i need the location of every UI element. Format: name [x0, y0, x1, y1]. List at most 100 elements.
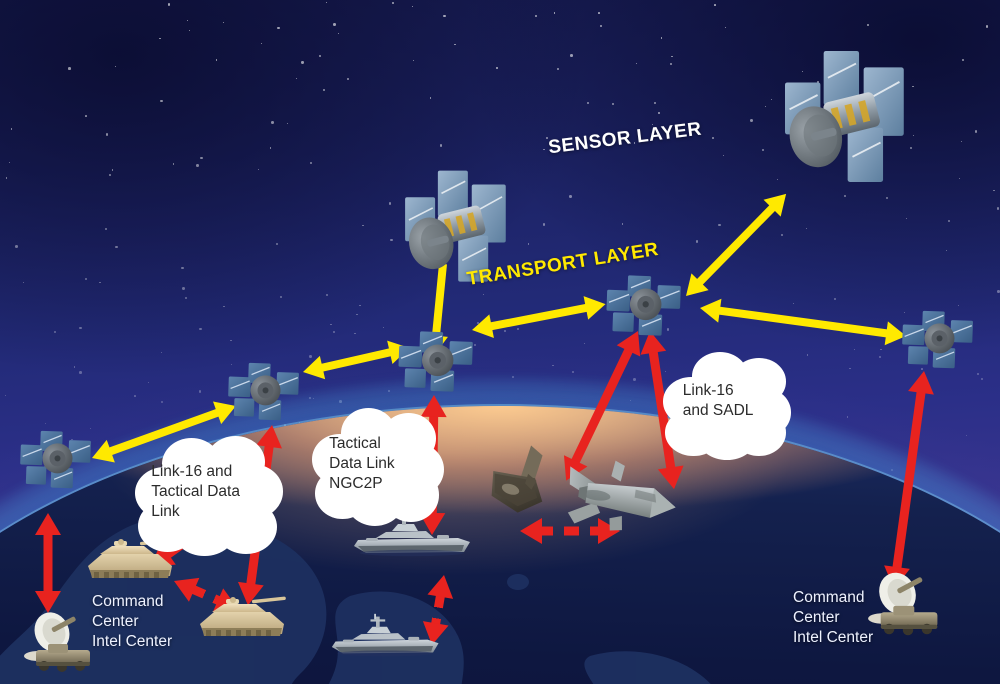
destroyer-lower	[330, 612, 442, 660]
star	[167, 3, 171, 6]
star	[571, 371, 574, 373]
star	[382, 326, 385, 328]
star	[339, 400, 342, 403]
star	[114, 66, 117, 68]
star	[599, 24, 602, 27]
star	[159, 37, 161, 40]
satellite-sensor-top-center	[389, 163, 539, 298]
star	[586, 101, 590, 105]
star	[277, 26, 280, 30]
arrow-head-end	[35, 513, 61, 535]
arrow-shaft	[538, 526, 602, 536]
star	[172, 163, 175, 165]
star	[910, 147, 913, 150]
star	[362, 225, 364, 227]
star	[473, 344, 476, 346]
star	[454, 43, 456, 46]
star	[669, 62, 673, 66]
star	[275, 242, 278, 245]
star	[346, 77, 349, 81]
star	[182, 287, 186, 291]
star	[392, 2, 395, 5]
ground-station-right	[866, 566, 954, 640]
star	[633, 142, 636, 144]
star	[443, 14, 446, 18]
star	[73, 366, 76, 369]
star	[718, 223, 721, 227]
star	[148, 381, 150, 383]
star	[653, 101, 656, 104]
star	[333, 22, 336, 26]
star	[843, 194, 847, 198]
star	[765, 106, 767, 108]
star	[556, 67, 560, 71]
star	[805, 227, 808, 230]
star	[621, 223, 624, 225]
star	[111, 168, 114, 171]
star	[666, 328, 670, 332]
star	[527, 243, 530, 245]
star	[388, 202, 392, 205]
star	[412, 59, 414, 61]
star	[695, 240, 699, 243]
star	[5, 177, 8, 179]
star	[115, 245, 118, 249]
star	[215, 59, 218, 61]
arrow-head-start	[520, 518, 542, 544]
star	[866, 23, 869, 26]
star	[583, 343, 585, 345]
star	[880, 348, 882, 351]
star	[997, 207, 1000, 210]
star	[181, 266, 184, 269]
star	[196, 164, 200, 167]
star	[849, 367, 851, 370]
star	[482, 293, 485, 296]
star	[611, 102, 615, 106]
star	[287, 122, 289, 124]
callout-bubble	[660, 352, 794, 461]
satellite-transport-left	[222, 352, 314, 434]
star	[801, 70, 803, 72]
star	[79, 326, 82, 330]
star	[355, 313, 358, 316]
star	[476, 322, 479, 325]
star	[185, 296, 188, 299]
star	[330, 323, 332, 326]
callout-link16-tdl: Link-16 and Tactical Data Link	[132, 436, 283, 557]
star	[833, 297, 837, 301]
callout-bubble	[132, 436, 283, 557]
star	[511, 375, 515, 379]
star	[301, 61, 304, 64]
ground-station-left	[22, 606, 106, 676]
star	[312, 397, 315, 400]
star	[230, 363, 232, 365]
satellite-transport-left-edge	[14, 420, 106, 502]
callout-bubble	[312, 408, 444, 527]
star	[325, 293, 329, 297]
star	[570, 54, 573, 57]
star	[160, 99, 163, 103]
star	[198, 390, 202, 393]
star	[53, 331, 56, 334]
star	[5, 395, 7, 396]
star	[997, 290, 1000, 294]
star	[543, 223, 546, 226]
star	[308, 396, 312, 400]
star	[974, 130, 978, 133]
star	[552, 364, 554, 367]
star	[11, 128, 13, 130]
star	[186, 19, 189, 22]
star	[992, 189, 995, 192]
star	[816, 81, 819, 84]
star	[651, 123, 653, 125]
satellite-transport-center	[392, 320, 489, 406]
star	[161, 351, 163, 354]
arrow-shaft	[43, 531, 53, 595]
star	[279, 295, 282, 298]
uav	[480, 442, 560, 530]
star	[553, 12, 555, 14]
link-arrow-red-groundstation-left-up	[35, 513, 61, 613]
star	[8, 161, 11, 163]
star	[853, 349, 855, 350]
